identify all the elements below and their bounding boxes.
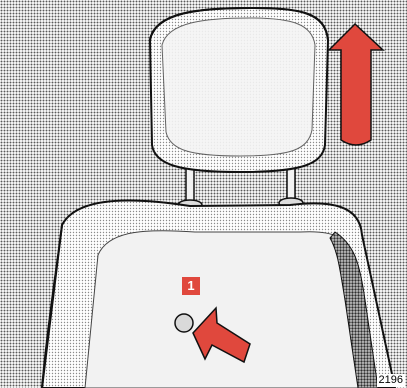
release-button [175, 314, 193, 332]
figure-number: 2196 [377, 374, 405, 387]
headrest [150, 8, 328, 172]
seat-back [42, 200, 395, 388]
callout-label-1: 1 [182, 277, 200, 295]
